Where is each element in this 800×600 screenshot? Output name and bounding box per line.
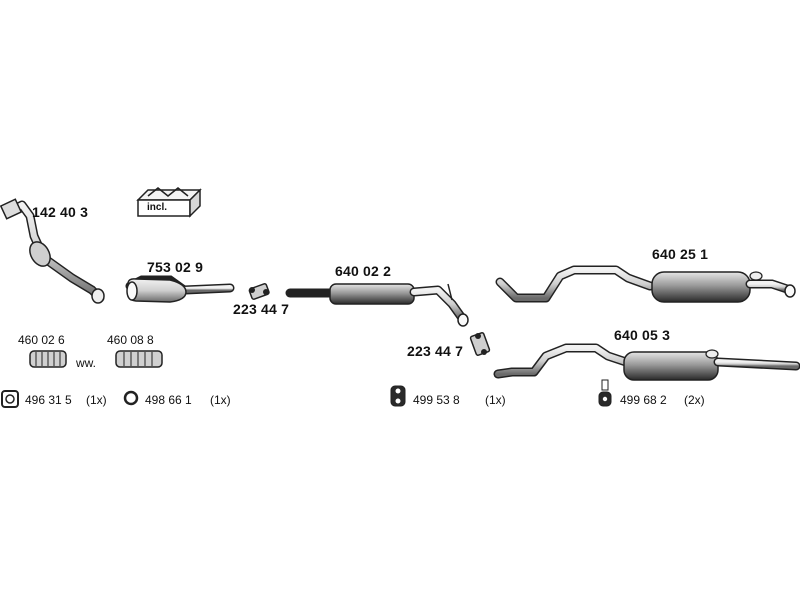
hardware-kit-box[interactable]: [136, 187, 202, 218]
rubber-mount-2-number: 499 68 2: [620, 393, 667, 407]
rubber-mount-icon: [390, 385, 406, 407]
clamp-front-part[interactable]: [248, 283, 270, 300]
flex-pipe-2-number: 460 08 8: [107, 333, 154, 347]
flex-pipe-1-part[interactable]: [29, 350, 67, 368]
rear-silencer-a-number: 640 25 1: [652, 246, 709, 262]
centre-silencer-number: 640 02 2: [335, 263, 392, 279]
gasket-number: 496 31 5: [25, 393, 72, 407]
ring-icon: [123, 390, 139, 406]
catalytic-converter-number: 753 02 9: [147, 259, 204, 275]
hardware-kit-label: incl.: [147, 202, 168, 213]
ring-qty: (1x): [210, 393, 231, 407]
catalytic-converter-part[interactable]: [125, 275, 235, 303]
downpipe-number: 142 40 3: [32, 204, 89, 220]
gasket-icon: [1, 390, 19, 408]
gasket-qty: (1x): [86, 393, 107, 407]
flex-pipe-1-number: 460 02 6: [18, 333, 65, 347]
rear-silencer-b-part[interactable]: [493, 343, 800, 381]
rubber-mount-1-number: 499 53 8: [413, 393, 460, 407]
flex-pipe-2-part[interactable]: [115, 350, 163, 368]
rear-silencer-b-number: 640 05 3: [614, 327, 671, 343]
clamp-front-number: 223 44 7: [233, 301, 290, 317]
clamp-rear-part[interactable]: [469, 332, 491, 356]
rubber-mount-1-qty: (1x): [485, 393, 506, 407]
flex-pipe-separator: ww.: [76, 356, 97, 370]
rubber-mount-2-qty: (2x): [684, 393, 705, 407]
clamp-rear-number: 223 44 7: [407, 343, 464, 359]
centre-silencer-part[interactable]: [285, 283, 469, 327]
ring-number: 498 66 1: [145, 393, 192, 407]
rear-silencer-a-part[interactable]: [495, 265, 796, 303]
downpipe-part[interactable]: [0, 198, 105, 304]
rubber-mount-2-icon: [598, 379, 612, 407]
